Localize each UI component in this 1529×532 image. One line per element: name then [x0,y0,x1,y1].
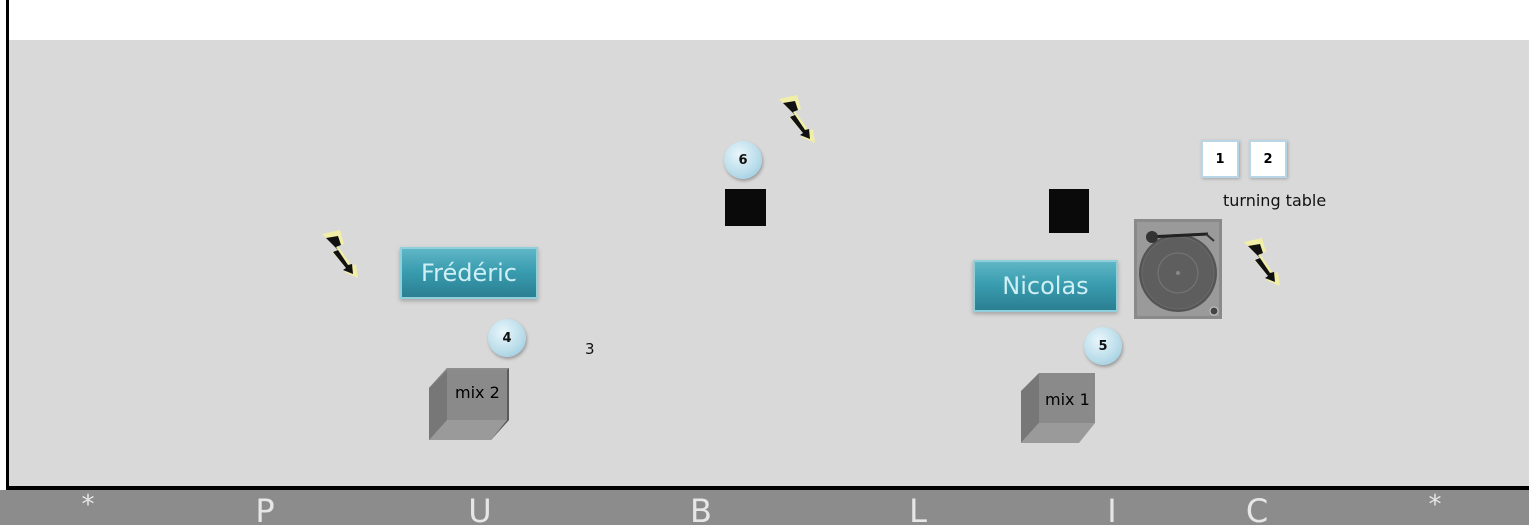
mixer-cube-icon [429,368,509,440]
badge-5: 5 [1084,327,1122,365]
footer-letter-u: U [468,490,491,525]
label-3: 3 [585,340,595,358]
turning-table-label: turning table [1223,191,1326,210]
frederic-box: Frédéric [400,247,538,299]
nicolas-box: Nicolas [973,260,1118,312]
footer-star-right: * [1429,490,1442,525]
frederic-label: Frédéric [421,259,517,287]
footer-letter-i: I [1107,490,1116,525]
footer-letter-c: C [1246,490,1268,525]
lightning-bolt-icon [1240,238,1284,288]
lightning-bolt-icon [318,230,362,280]
badge-6: 6 [724,141,762,179]
footer-star-left: * [82,490,95,525]
badge-4: 4 [488,319,526,357]
black-square-right [1049,189,1089,233]
stage-area [9,40,1529,486]
footer-letter-b: B [690,490,712,525]
footer-letter-p: P [255,490,274,525]
mix-2-label: mix 2 [455,383,500,402]
turntable-icon [1134,219,1222,319]
key-2: 2 [1249,140,1287,178]
lightning-bolt-icon [775,95,819,145]
mix-1-label: mix 1 [1045,390,1090,409]
public-footer-bar: * P U B L I C * [0,490,1529,525]
nicolas-label: Nicolas [1002,272,1088,300]
black-square-center [725,189,766,226]
key-1: 1 [1201,140,1239,178]
footer-letter-l: L [909,490,927,525]
